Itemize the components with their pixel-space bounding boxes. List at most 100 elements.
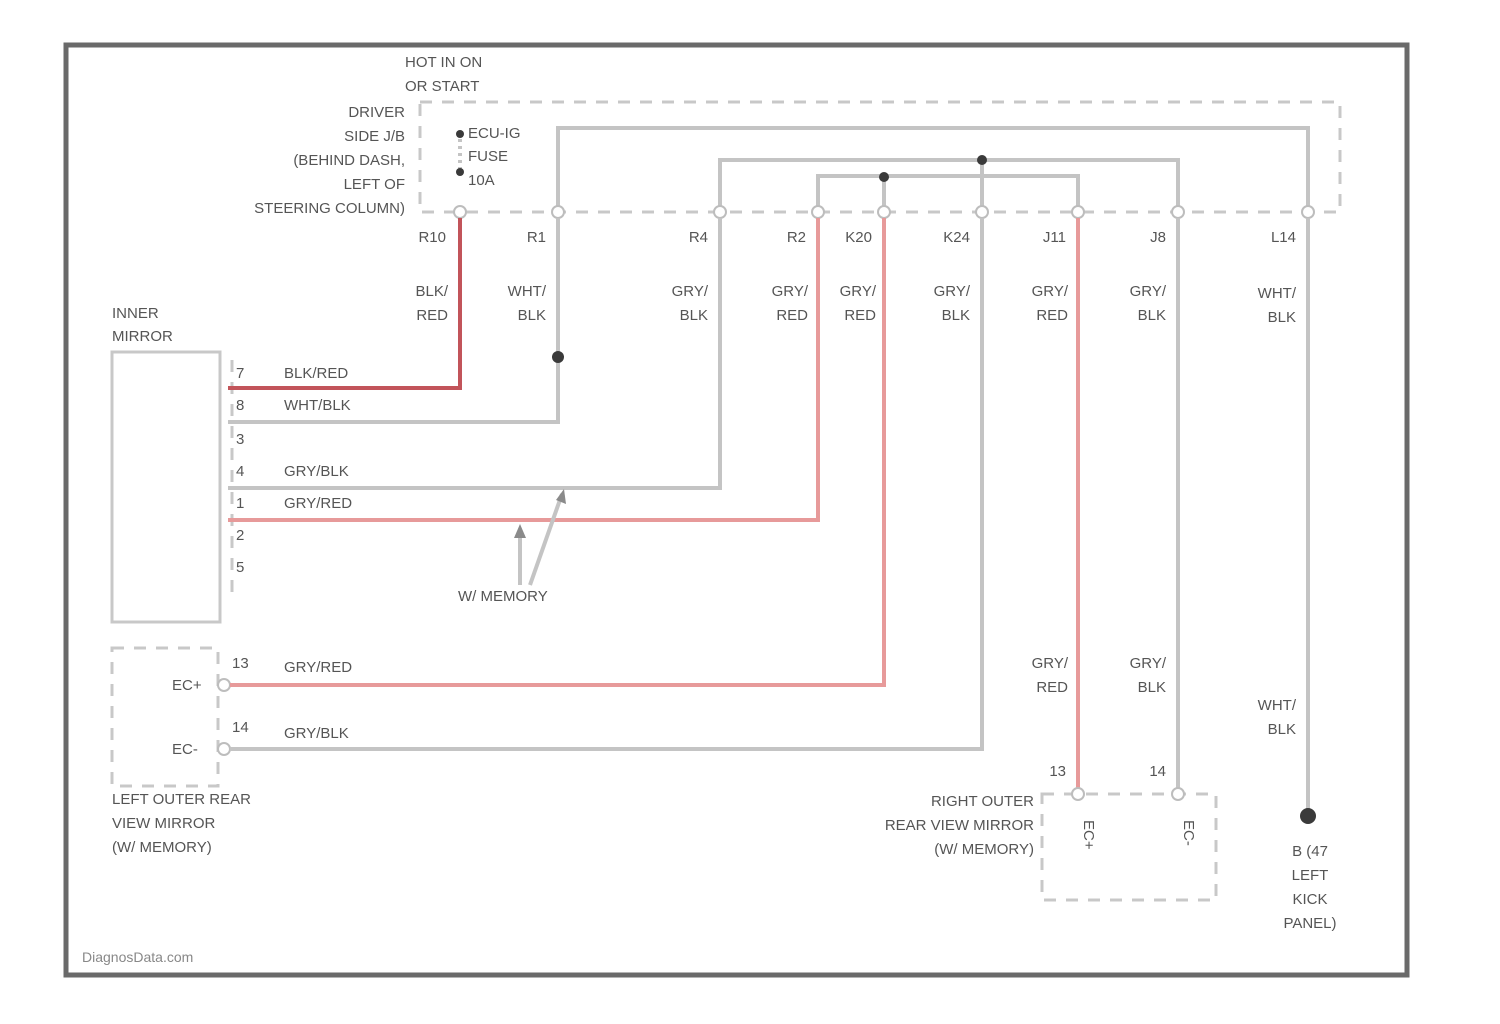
junction-block-line-2: SIDE J/B [344, 128, 405, 145]
wire-label-j11-a: GRY/ [1032, 283, 1069, 300]
inner-mirror-pin-8: 8 [236, 397, 244, 414]
fuse-line-1: ECU-IG [468, 125, 521, 142]
bus-r1-l14 [558, 128, 1308, 212]
wire-color-labels: BLK/ RED WHT/ BLK GRY/ BLK GRY/ RED GRY/… [415, 283, 1296, 326]
wire-label-j8-b: BLK [1138, 307, 1166, 324]
left-mirror-pin-14: 14 [232, 719, 249, 736]
right-mirror-terminal-14 [1172, 788, 1184, 800]
pin-label-r4: R4 [689, 229, 708, 246]
inner-mirror-pin-4: 4 [236, 463, 244, 480]
wire-label-l14-b: BLK [1268, 309, 1296, 326]
left-mirror-code-ec-plus: EC+ [172, 677, 202, 694]
pin-j11-connector [1072, 206, 1084, 218]
inner-mirror-wire-4: GRY/BLK [284, 463, 349, 480]
inner-mirror-wire-1: GRY/RED [284, 495, 352, 512]
bus-r2-j11 [818, 176, 1078, 212]
right-mirror-terminal-13 [1072, 788, 1084, 800]
pin-label-k20: K20 [845, 229, 872, 246]
right-mirror-pin-14: 14 [1149, 763, 1166, 780]
wire-label-r4-a: GRY/ [672, 283, 709, 300]
ground-label-4: PANEL) [1283, 915, 1336, 932]
inner-mirror-wire-8: WHT/BLK [284, 397, 351, 414]
pin-label-r1: R1 [527, 229, 546, 246]
ground-wire-b: BLK [1268, 721, 1296, 738]
wire-label-j11-b: RED [1036, 307, 1068, 324]
ground-wire-a: WHT/ [1258, 697, 1297, 714]
left-mirror-terminal-14 [218, 743, 230, 755]
pin-l14-connector [1302, 206, 1314, 218]
right-mirror-code-ec-minus: EC- [1180, 820, 1197, 846]
watermark: DiagnosData.com [82, 949, 193, 965]
wire-label-k20-b: RED [844, 307, 876, 324]
wire-label-k24-b: BLK [942, 307, 970, 324]
fuse-terminal-bottom [456, 168, 464, 176]
wire-label-j8-a: GRY/ [1130, 283, 1167, 300]
pin-r4-connector [714, 206, 726, 218]
inner-mirror-title-2: MIRROR [112, 328, 173, 345]
inner-mirror-pin-3: 3 [236, 431, 244, 448]
inner-mirror-box [112, 352, 220, 622]
right-mirror-wire-13-b: RED [1036, 679, 1068, 696]
fuse-line-3: 10A [468, 172, 495, 189]
left-mirror-outline [112, 648, 218, 786]
wire-label-r2-a: GRY/ [772, 283, 809, 300]
ground-label-3: KICK [1292, 891, 1327, 908]
left-mirror-wire-14: GRY/BLK [284, 725, 349, 742]
left-mirror-pin-13: 13 [232, 655, 249, 672]
ground-label-2: LEFT [1292, 867, 1329, 884]
junction-block-line-3: (BEHIND DASH, [293, 152, 405, 169]
memory-arrow-2 [530, 494, 562, 585]
left-mirror-code-ec-minus: EC- [172, 741, 198, 758]
pin-j8-connector [1172, 206, 1184, 218]
right-mirror-wire-14-b: BLK [1138, 679, 1166, 696]
right-mirror-wire-14-a: GRY/ [1130, 655, 1167, 672]
right-mirror-label-1: RIGHT OUTER [931, 793, 1034, 810]
right-mirror-pin-13: 13 [1049, 763, 1066, 780]
left-mirror-terminal-13 [218, 679, 230, 691]
wire-label-r10-b: RED [416, 307, 448, 324]
wire-label-r10-a: BLK/ [415, 283, 448, 300]
left-mirror-label-3: (W/ MEMORY) [112, 839, 212, 856]
fuse-line-2: FUSE [468, 148, 508, 165]
junction-block-line-4: LEFT OF [344, 176, 405, 193]
memory-note: W/ MEMORY [458, 588, 548, 605]
junction-block-line-1: DRIVER [348, 104, 405, 121]
inner-mirror-pins: 7 BLK/RED 8 WHT/BLK 3 4 GRY/BLK 1 GRY/RE… [236, 365, 352, 576]
wire-label-r2-b: RED [776, 307, 808, 324]
pin-r1-connector [552, 206, 564, 218]
wire-label-k20-a: GRY/ [840, 283, 877, 300]
fuse-terminal-top [456, 130, 464, 138]
pin-labels: R10 R1 R4 R2 K20 K24 J11 J8 L14 [418, 229, 1296, 246]
pin-label-j11: J11 [1043, 229, 1066, 246]
inner-mirror-title-1: INNER [112, 305, 159, 322]
inner-mirror-pin-5: 5 [236, 559, 244, 576]
power-line-2: OR START [405, 78, 479, 95]
pin-k20-connector [878, 206, 890, 218]
right-mirror-outline [1042, 794, 1216, 900]
splice-k20 [879, 172, 889, 182]
pin-label-l14: L14 [1271, 229, 1296, 246]
right-mirror-label-2: REAR VIEW MIRROR [885, 817, 1034, 834]
wire-label-r1-a: WHT/ [508, 283, 547, 300]
wire-gry-blk-r4 [228, 218, 720, 488]
splice-k24 [977, 155, 987, 165]
pin-label-k24: K24 [943, 229, 970, 246]
wire-label-l14-a: WHT/ [1258, 285, 1297, 302]
ground-point-icon [1300, 808, 1316, 824]
left-mirror-label-1: LEFT OUTER REAR [112, 791, 251, 808]
wire-label-r4-b: BLK [680, 307, 708, 324]
pin-label-j8: J8 [1150, 229, 1166, 246]
pin-label-r10: R10 [418, 229, 446, 246]
junction-block-line-5: STEERING COLUMN) [254, 200, 405, 217]
left-mirror-label-2: VIEW MIRROR [112, 815, 215, 832]
ground-label-1: B (47 [1292, 843, 1328, 860]
left-mirror-wire-13: GRY/RED [284, 659, 352, 676]
wire-label-r1-b: BLK [518, 307, 546, 324]
right-mirror-code-ec-plus: EC+ [1080, 820, 1097, 850]
inner-mirror-pin-2: 2 [236, 527, 244, 544]
right-mirror-wire-13-a: GRY/ [1032, 655, 1069, 672]
memory-arrowhead-1 [514, 524, 526, 538]
power-line-1: HOT IN ON [405, 54, 482, 71]
wire-label-k24-a: GRY/ [934, 283, 971, 300]
